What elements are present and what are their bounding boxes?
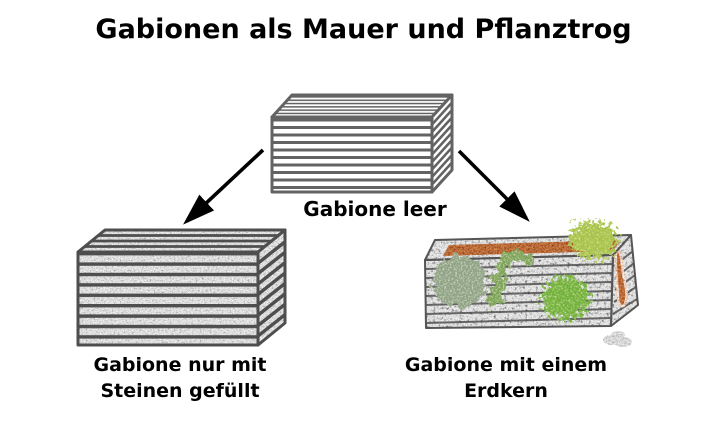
planter-gabion-caption-line2: Erdkern xyxy=(464,380,548,402)
trailing-vine-plant xyxy=(489,250,532,306)
planter-gabion-caption-line1: Gabione mit einem xyxy=(404,354,608,376)
fern-plant xyxy=(542,276,590,320)
loose-stone-pile xyxy=(603,331,632,347)
stone-gabion-caption-line2: Steinen gefüllt xyxy=(100,380,260,402)
lettuce-plant xyxy=(569,221,617,259)
empty-gabion-illustration xyxy=(270,93,454,194)
sage-bush-plant xyxy=(432,255,486,307)
empty-gabion-top-face xyxy=(270,93,454,119)
empty-gabion-right-face xyxy=(430,93,454,194)
earth-core-channel xyxy=(614,246,628,308)
planter-gabion-illustration xyxy=(424,221,639,347)
planter-gabion-caption: Gabione mit einem Erdkern xyxy=(396,352,616,404)
empty-gabion-caption: Gabione leer xyxy=(303,197,447,221)
arrow-to-stone-gabion xyxy=(183,148,265,225)
planter-gabion-outline xyxy=(424,234,639,329)
stone-gabion-caption: Gabione nur mit Steinen gefüllt xyxy=(70,352,290,404)
diagram-title: Gabionen als Mauer und Pflanztrog xyxy=(95,14,632,45)
empty-gabion-front-face xyxy=(270,115,434,194)
stone-gabion-mesh xyxy=(76,228,287,347)
planter-plants xyxy=(432,221,617,320)
stone-gabion-illustration xyxy=(76,228,287,347)
stone-gabion-caption-line1: Gabione nur mit xyxy=(93,354,267,376)
